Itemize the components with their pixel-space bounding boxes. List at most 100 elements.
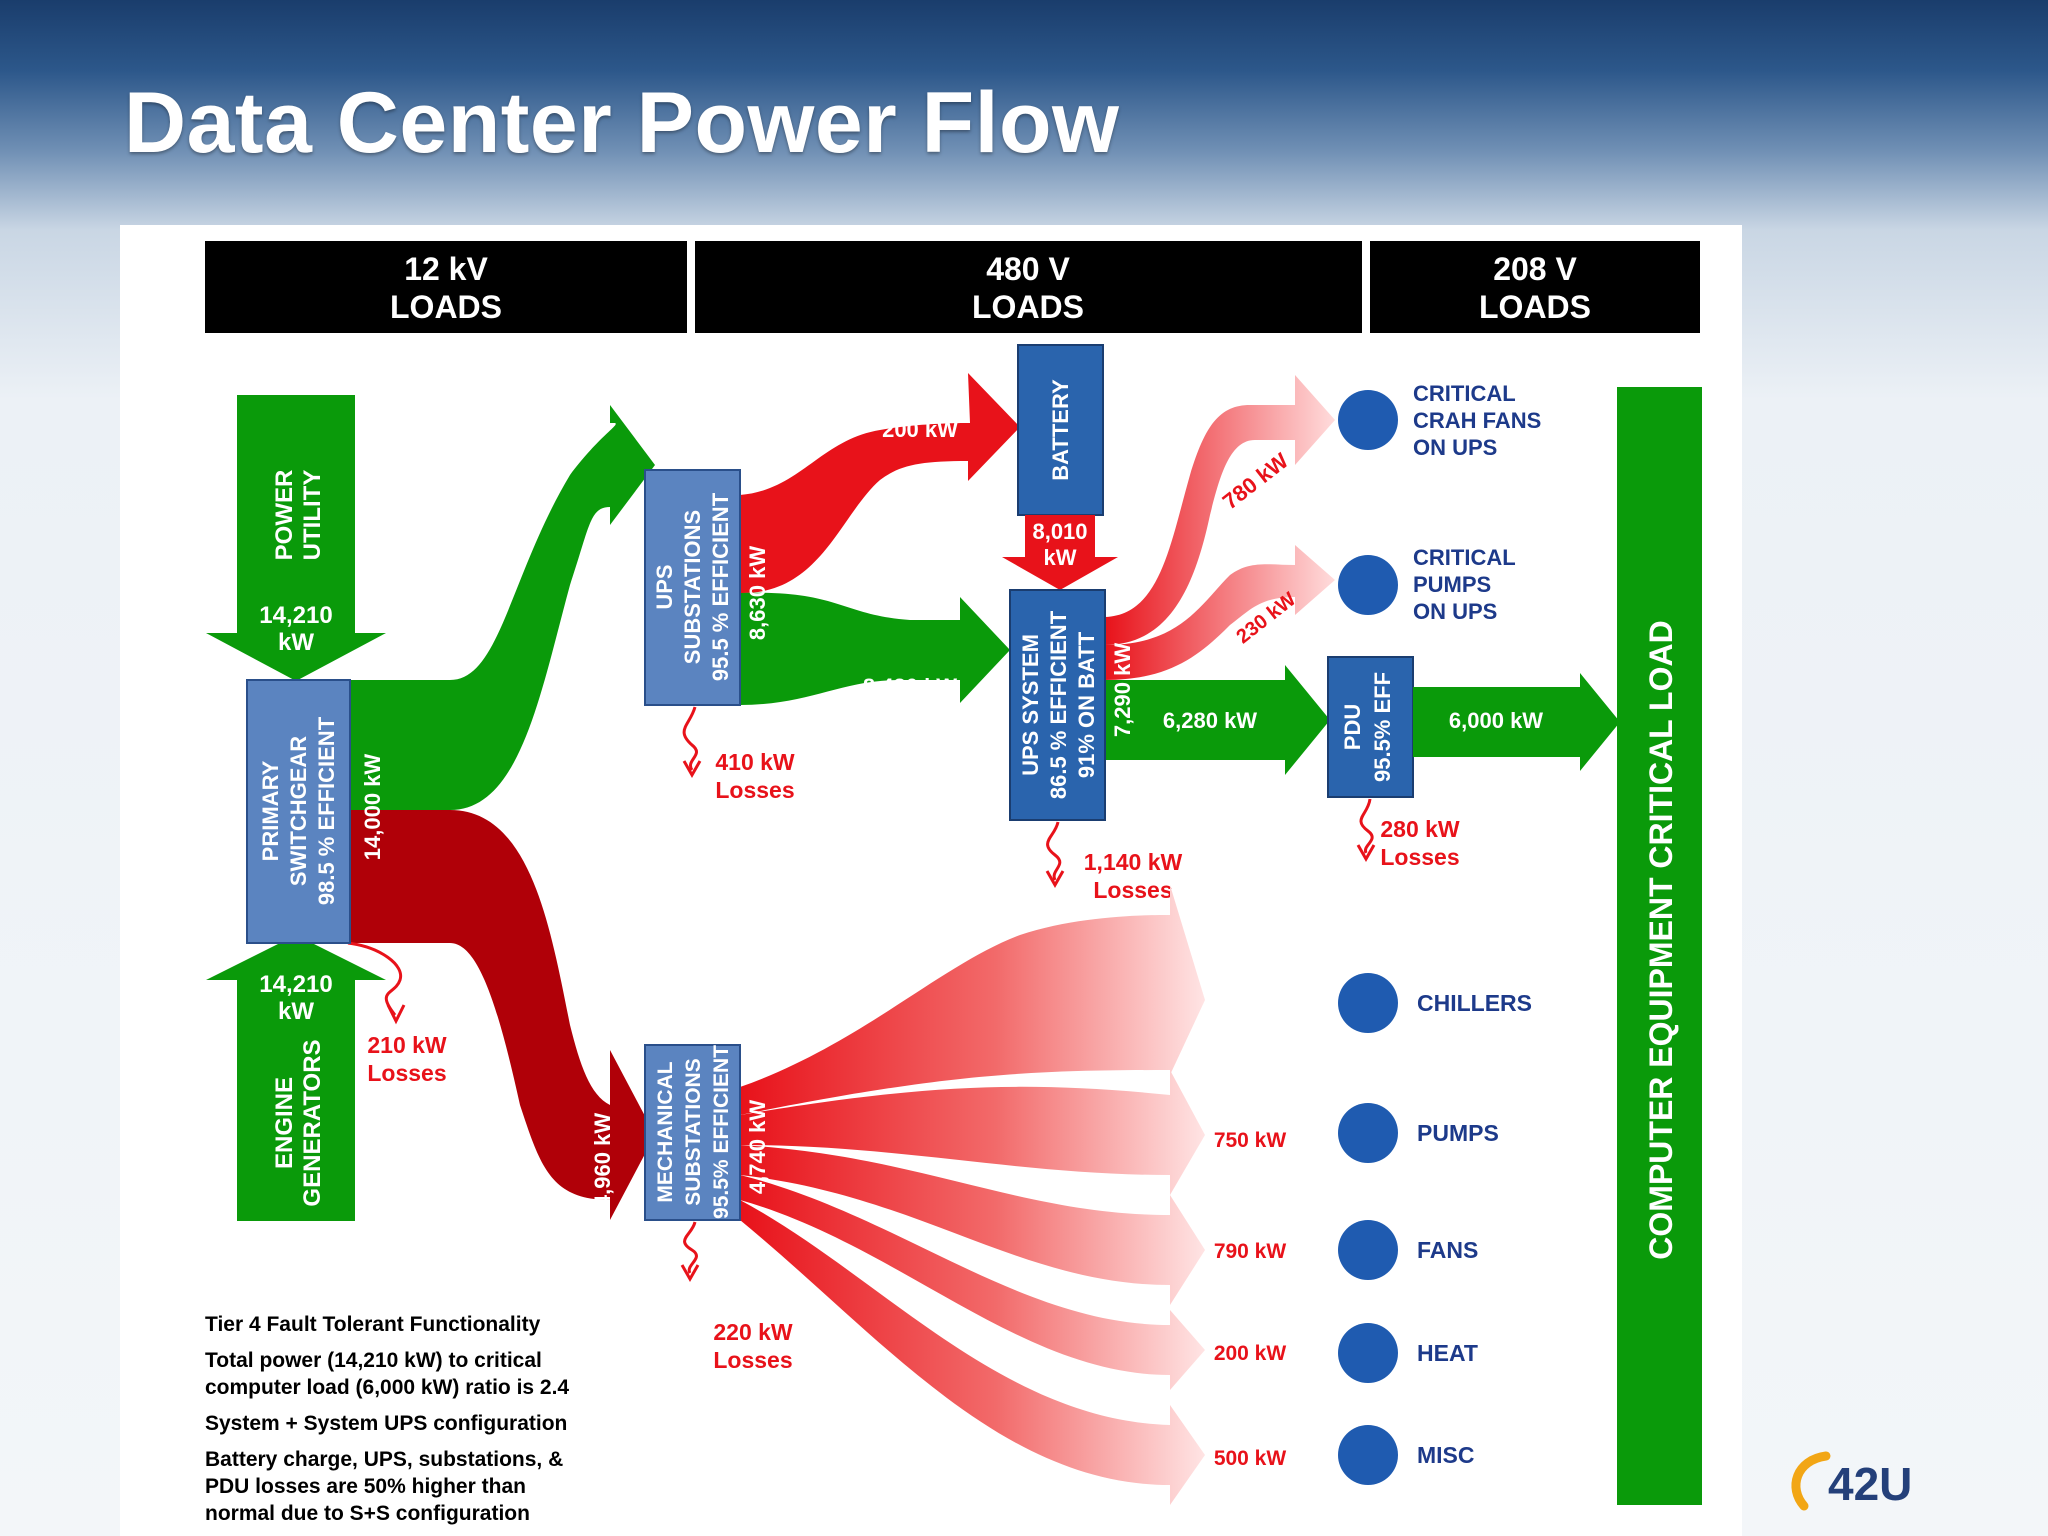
mechanical-substations-box: MECHANICAL SUBSTATIONS 95.5% EFFICIENT <box>644 1044 741 1221</box>
ups-system-out-label: 7,290 kW <box>1110 643 1135 737</box>
primary-switchgear-box: PRIMARY SWITCHGEAR 98.5 % EFFICIENT <box>246 679 351 944</box>
flow-to-pdu-label: 6,280 kW <box>1163 708 1257 733</box>
battery-out-value2: kW <box>1044 545 1077 570</box>
flow-to-ups-substations <box>350 405 655 810</box>
note-line-2: Total power (14,210 kW) to critical <box>205 1349 542 1372</box>
engine-generators-arrow <box>206 935 386 1221</box>
pumps-node <box>1338 1103 1398 1163</box>
flow-to-critical-load <box>1413 673 1620 771</box>
flow-to-ups-system <box>740 592 1010 705</box>
crah-line2: CRAH FANS <box>1413 408 1541 433</box>
header-480v-line1: 480 V <box>986 251 1070 287</box>
battery-out-value1: 8,010 <box>1032 519 1087 544</box>
power-utility-value2: kW <box>278 629 314 656</box>
flow-to-battery <box>740 373 1020 594</box>
chillers-label: CHILLERS <box>1417 990 1532 1016</box>
crit-pumps-line1: CRITICAL <box>1413 545 1516 570</box>
ups-system-losses-arrow <box>1046 821 1062 881</box>
battery-out-arrow <box>1002 515 1118 590</box>
flow-to-crah-fans <box>1105 375 1335 645</box>
crah-fans-node <box>1338 390 1398 450</box>
flow-misc-label: 500 kW <box>1214 1447 1287 1470</box>
ups-sub-line1: UPS <box>652 564 677 609</box>
mech-line1: MECHANICAL <box>654 1061 677 1202</box>
engine-generators-value2: kW <box>278 998 314 1025</box>
crah-line1: CRITICAL <box>1413 381 1516 406</box>
fans-node <box>1338 1220 1398 1280</box>
crit-pumps-line2: PUMPS <box>1413 572 1491 597</box>
critical-load-label: COMPUTER EQUIPMENT CRITICAL LOAD <box>1643 620 1679 1259</box>
note-line-4: System + System UPS configuration <box>205 1412 567 1435</box>
switchgear-losses-label: Losses <box>367 1060 446 1086</box>
ups-substations-box: UPS SUBSTATIONS 95.5 % EFFICIENT <box>644 469 741 706</box>
flow-to-mech-label: 4,960 kW <box>590 1113 615 1207</box>
mech-losses-label: Losses <box>713 1347 792 1373</box>
note-line-3: computer load (6,000 kW) ratio is 2.4 <box>205 1376 569 1399</box>
heat-node <box>1338 1323 1398 1383</box>
flow-to-pumps <box>740 1070 1205 1195</box>
flow-heat-label: 200 kW <box>1214 1342 1287 1365</box>
ups-sub-out-label: 8,630 kW <box>745 546 770 640</box>
page-title: Data Center Power Flow <box>124 75 1120 171</box>
mech-losses-value: 220 kW <box>713 1319 793 1345</box>
42u-logo: 42U <box>1791 1451 1912 1511</box>
heat-label: HEAT <box>1417 1340 1478 1366</box>
flow-to-pdu <box>1105 665 1330 775</box>
power-utility-value1: 14,210 <box>259 602 332 629</box>
header-12kv-line2: LOADS <box>390 289 502 325</box>
ups-sub-line3: 95.5 % EFFICIENT <box>708 492 733 681</box>
switchgear-losses-value: 210 kW <box>367 1032 447 1058</box>
flow-to-chillers <box>740 885 1205 1115</box>
flow-to-ups-sub-label: 9,040 kW <box>590 523 615 617</box>
battery-label: BATTERY <box>1048 379 1073 481</box>
switchgear-losses-arrow <box>347 941 403 1016</box>
flow-to-mechanical-substations <box>350 810 655 1220</box>
ups-system-losses-label: Losses <box>1093 877 1172 903</box>
flow-chillers-label: 2,500 kW <box>1205 993 1295 1016</box>
note-line-7: normal due to S+S configuration <box>205 1502 530 1525</box>
note-line-6: PDU losses are 50% higher than <box>205 1475 526 1498</box>
power-utility-arrow <box>206 395 386 681</box>
header-208v-line2: LOADS <box>1479 289 1591 325</box>
flow-to-critical-pumps <box>1105 545 1335 680</box>
flow-pumps-label: 750 kW <box>1214 1129 1287 1152</box>
logo-swoosh-icon <box>1791 1451 1831 1511</box>
header-480v: 480 V LOADS <box>695 241 1362 333</box>
mech-line3: 95.5% EFFICIENT <box>710 1045 733 1219</box>
ups-system-losses-value: 1,140 kW <box>1084 849 1183 875</box>
ups-sub-line2: SUBSTATIONS <box>680 510 705 664</box>
pdu-line1: PDU <box>1340 704 1365 750</box>
ups-system-line3: 91% ON BATT <box>1074 631 1099 778</box>
header-12kv: 12 kV LOADS <box>205 241 687 333</box>
switchgear-line1: PRIMARY <box>258 760 283 861</box>
flow-to-battery-label: 200 kW <box>882 417 958 442</box>
flow-to-misc <box>740 1200 1205 1505</box>
battery-box: BATTERY <box>1017 344 1104 516</box>
misc-node <box>1338 1425 1398 1485</box>
note-line-1: Tier 4 Fault Tolerant Functionality <box>205 1313 541 1336</box>
engine-generators-value1: 14,210 <box>259 971 332 998</box>
pdu-losses-value: 280 kW <box>1380 816 1460 842</box>
ups-system-line1: UPS SYSTEM <box>1018 634 1043 776</box>
switchgear-line2: SWITCHGEAR <box>286 736 311 886</box>
header-12kv-line1: 12 kV <box>404 251 488 287</box>
engine-generators-label1: ENGINE <box>271 1077 298 1169</box>
switchgear-line3: 98.5 % EFFICIENT <box>314 716 339 905</box>
engine-generators-label2: GENERATORS <box>299 1039 326 1206</box>
pdu-line2: 95.5% EFF <box>1370 672 1395 782</box>
power-flow-diagram: 12 kV LOADS 480 V LOADS 208 V LOADS POWE… <box>120 225 1742 1536</box>
power-utility-label2: UTILITY <box>299 470 326 561</box>
fans-label: FANS <box>1417 1237 1478 1263</box>
critical-pumps-node <box>1338 555 1398 615</box>
power-utility-label1: POWER <box>271 470 298 561</box>
pdu-losses-label: Losses <box>1380 844 1459 870</box>
header-208v: 208 V LOADS <box>1370 241 1700 333</box>
header-208v-line1: 208 V <box>1493 251 1577 287</box>
ups-sub-losses-value: 410 kW <box>715 749 795 775</box>
flow-to-ups-system-label: 8,430 kW <box>863 674 957 699</box>
mech-out-label: 4,740 kW <box>745 1100 770 1194</box>
mech-losses-arrow <box>683 1221 698 1274</box>
pdu-out-label: 6,000 kW <box>1449 708 1543 733</box>
note-line-5: Battery charge, UPS, substations, & <box>205 1448 563 1471</box>
logo-text: 42U <box>1828 1458 1912 1510</box>
